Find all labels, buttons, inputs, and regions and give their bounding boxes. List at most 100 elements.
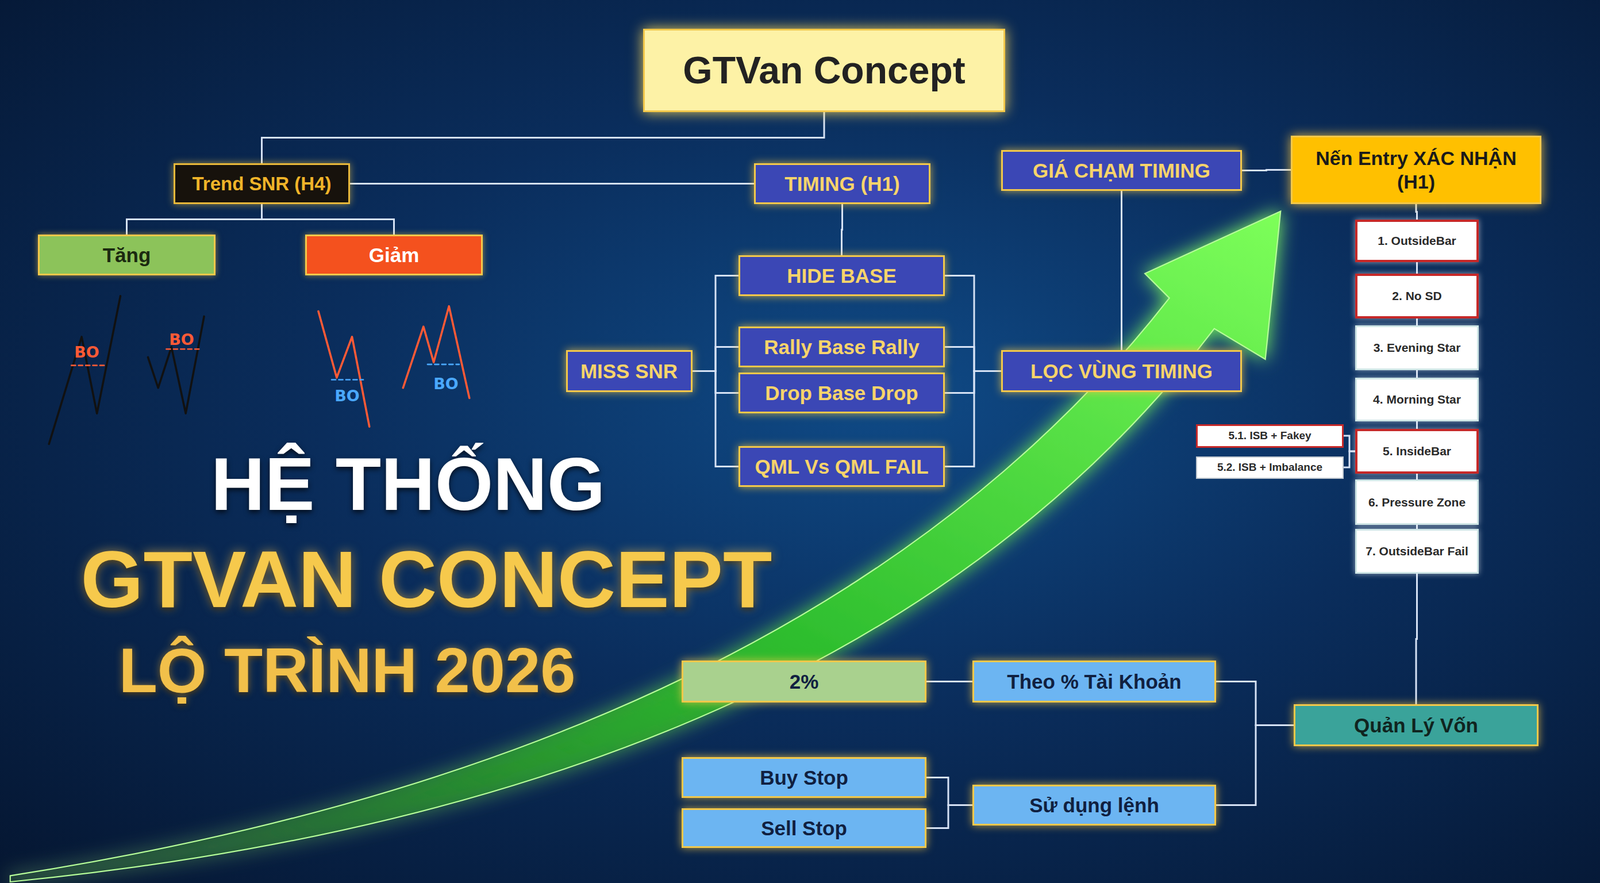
node-text: 7. OutsideBar Fail bbox=[1365, 543, 1469, 559]
trend-sketch bbox=[318, 311, 370, 428]
node-text: Rally Base Rally bbox=[763, 335, 919, 360]
pattern-box: Rally Base Rally bbox=[738, 326, 945, 368]
node-text: GIÁ CHẠM TIMING bbox=[1032, 158, 1211, 183]
pattern-box: HIDE BASE bbox=[738, 255, 945, 296]
connector-line bbox=[350, 182, 755, 185]
connector-line bbox=[1416, 370, 1418, 378]
title-box: GTVan Concept bbox=[643, 28, 1006, 113]
order-box: Sell Stop bbox=[681, 808, 927, 848]
connector-line bbox=[944, 275, 1002, 372]
node-text: 2. No SD bbox=[1391, 288, 1442, 303]
node-text: Drop Base Drop bbox=[764, 381, 918, 406]
connector-line bbox=[1416, 262, 1418, 274]
node-text: Nến Entry XÁC NHẬN (H1) bbox=[1305, 146, 1528, 194]
connector-line bbox=[944, 347, 1002, 372]
node-text: 2% bbox=[789, 669, 819, 694]
node-text: Buy Stop bbox=[759, 765, 849, 790]
sketch-label: BO bbox=[168, 330, 195, 349]
pattern-box: Drop Base Drop bbox=[738, 372, 945, 414]
headline: GTVAN CONCEPT bbox=[81, 532, 773, 626]
connector-line bbox=[1416, 204, 1418, 220]
node-text: Giảm bbox=[368, 243, 420, 268]
list-item: 7. OutsideBar Fail bbox=[1355, 528, 1479, 574]
breakout-level bbox=[331, 378, 364, 381]
order-box: Buy Stop bbox=[681, 756, 927, 798]
connector-line bbox=[262, 112, 825, 164]
node-text: 6. Pressure Zone bbox=[1368, 494, 1466, 510]
connector-line bbox=[1416, 573, 1418, 705]
sub-item: 5.1. ISB + Fakey bbox=[1195, 424, 1344, 448]
node-text: Sell Stop bbox=[760, 816, 848, 841]
connector-line bbox=[1416, 318, 1418, 326]
list-item: 2. No SD bbox=[1355, 273, 1479, 319]
connector-line bbox=[926, 777, 973, 806]
connector-line bbox=[1216, 725, 1294, 806]
timing-box: TIMING (H1) bbox=[754, 163, 931, 205]
connector-line bbox=[926, 680, 973, 683]
node-text: Tăng bbox=[102, 243, 152, 268]
breakout-level bbox=[71, 364, 105, 367]
node-text: Sử dụng lệnh bbox=[1029, 793, 1160, 818]
rule-box: Sử dụng lệnh bbox=[972, 784, 1217, 826]
trend-box: Trend SNR (H4) bbox=[173, 163, 350, 205]
connector-line bbox=[841, 204, 843, 256]
node-text: 3. Evening Star bbox=[1373, 340, 1461, 355]
connector-line bbox=[944, 371, 1002, 467]
entry-box: Nến Entry XÁC NHẬN (H1) bbox=[1290, 135, 1542, 205]
node-text: QML Vs QML FAIL bbox=[754, 454, 929, 479]
list-item: 5. InsideBar bbox=[1355, 428, 1479, 474]
connector-line bbox=[692, 347, 740, 372]
connector-line bbox=[1120, 190, 1123, 350]
node-text: 1. OutsideBar bbox=[1377, 233, 1457, 248]
list-item: 1. OutsideBar bbox=[1355, 219, 1479, 263]
value-box: 2% bbox=[681, 660, 927, 703]
sketch-label: BO bbox=[74, 343, 100, 361]
node-text: Theo % Tài Khoản bbox=[1006, 669, 1182, 694]
node-text: Quản Lý Vốn bbox=[1354, 713, 1479, 738]
list-item: 6. Pressure Zone bbox=[1355, 479, 1479, 525]
growth-arrow bbox=[10, 211, 1281, 883]
sub-item: 5.2. ISB + Imbalance bbox=[1195, 456, 1344, 479]
node-text: TIMING (H1) bbox=[784, 171, 900, 196]
headline: HỆ THỐNG bbox=[210, 441, 606, 528]
headline: LỘ TRÌNH 2026 bbox=[118, 633, 576, 707]
breakout-level bbox=[427, 363, 460, 366]
connector-line bbox=[692, 371, 740, 467]
process-box: LỌC VÙNG TIMING bbox=[1001, 350, 1242, 392]
connector-line bbox=[127, 204, 263, 235]
node-text: Trend SNR (H4) bbox=[191, 172, 332, 196]
connector-line bbox=[692, 275, 740, 372]
node-text: HIDE BASE bbox=[786, 263, 897, 288]
connector-line bbox=[1343, 451, 1356, 468]
rule-box: Theo % Tài Khoản bbox=[972, 660, 1217, 703]
connector-line bbox=[1416, 473, 1418, 480]
downtrend-box: Giảm bbox=[305, 234, 483, 276]
list-item: 4. Morning Star bbox=[1355, 377, 1479, 422]
process-box: GIÁ CHẠM TIMING bbox=[1001, 150, 1242, 191]
connector-line bbox=[262, 204, 395, 235]
node-text: 5. InsideBar bbox=[1382, 443, 1452, 459]
node-text: 5.1. ISB + Fakey bbox=[1228, 429, 1311, 443]
connector-line bbox=[1416, 524, 1418, 529]
node-text: 5.2. ISB + Imbalance bbox=[1217, 460, 1323, 475]
trend-sketch bbox=[147, 316, 205, 414]
connector-line bbox=[926, 805, 973, 829]
uptrend-box: Tăng bbox=[37, 234, 216, 276]
node-text: 4. Morning Star bbox=[1372, 391, 1461, 407]
trend-sketch bbox=[48, 295, 121, 444]
pattern-box: QML Vs QML FAIL bbox=[738, 445, 945, 487]
connector-line bbox=[944, 371, 1002, 394]
sketch-label: BO bbox=[334, 386, 360, 405]
connector-line bbox=[1416, 421, 1418, 429]
trend-sketch bbox=[402, 306, 469, 399]
connector-line bbox=[1343, 435, 1356, 452]
pattern-box: MISS SNR bbox=[566, 350, 693, 392]
node-text: MISS SNR bbox=[580, 359, 678, 384]
node-text: GTVan Concept bbox=[682, 47, 965, 94]
connector-line bbox=[1241, 170, 1291, 171]
list-item: 3. Evening Star bbox=[1355, 325, 1479, 371]
node-text: LỌC VÙNG TIMING bbox=[1030, 359, 1213, 384]
connector-line bbox=[1216, 681, 1294, 726]
management-box: Quản Lý Vốn bbox=[1293, 704, 1539, 746]
sketch-label: BO bbox=[433, 374, 459, 393]
